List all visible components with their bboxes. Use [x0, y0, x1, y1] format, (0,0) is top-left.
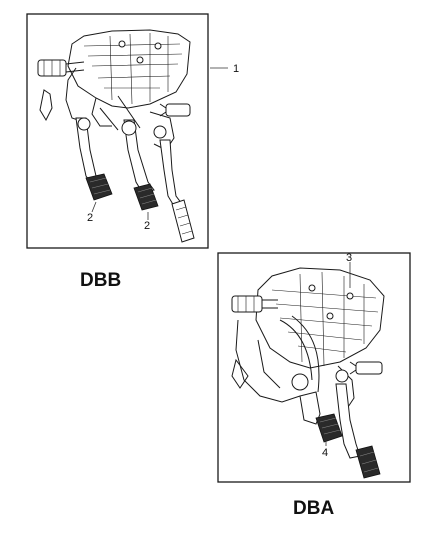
top-right-cylinder: [149, 103, 191, 151]
bottom-cylinder: [231, 295, 278, 389]
callout-4: 4: [322, 447, 328, 459]
callout-2-left: 2: [87, 212, 93, 224]
bottom-pedal-pads: [315, 413, 381, 479]
variant-label-bottom: DBA: [293, 498, 334, 519]
callout-3: 3: [346, 252, 352, 264]
top-assembly-panel: 1 2 2: [26, 13, 239, 249]
callout-2-right: 2: [144, 220, 150, 232]
variant-label-top: DBB: [80, 270, 121, 291]
top-pedal-pads: [85, 173, 195, 243]
callout-1: 1: [233, 63, 239, 75]
top-pedal-bracket: [65, 29, 191, 127]
bottom-assembly-panel: 3 4: [217, 252, 411, 483]
bottom-right-cylinder: [337, 361, 383, 411]
top-pedal-arms: [75, 95, 183, 207]
bottom-pedal-bracket: [235, 267, 385, 403]
top-cylinder: [37, 59, 85, 122]
